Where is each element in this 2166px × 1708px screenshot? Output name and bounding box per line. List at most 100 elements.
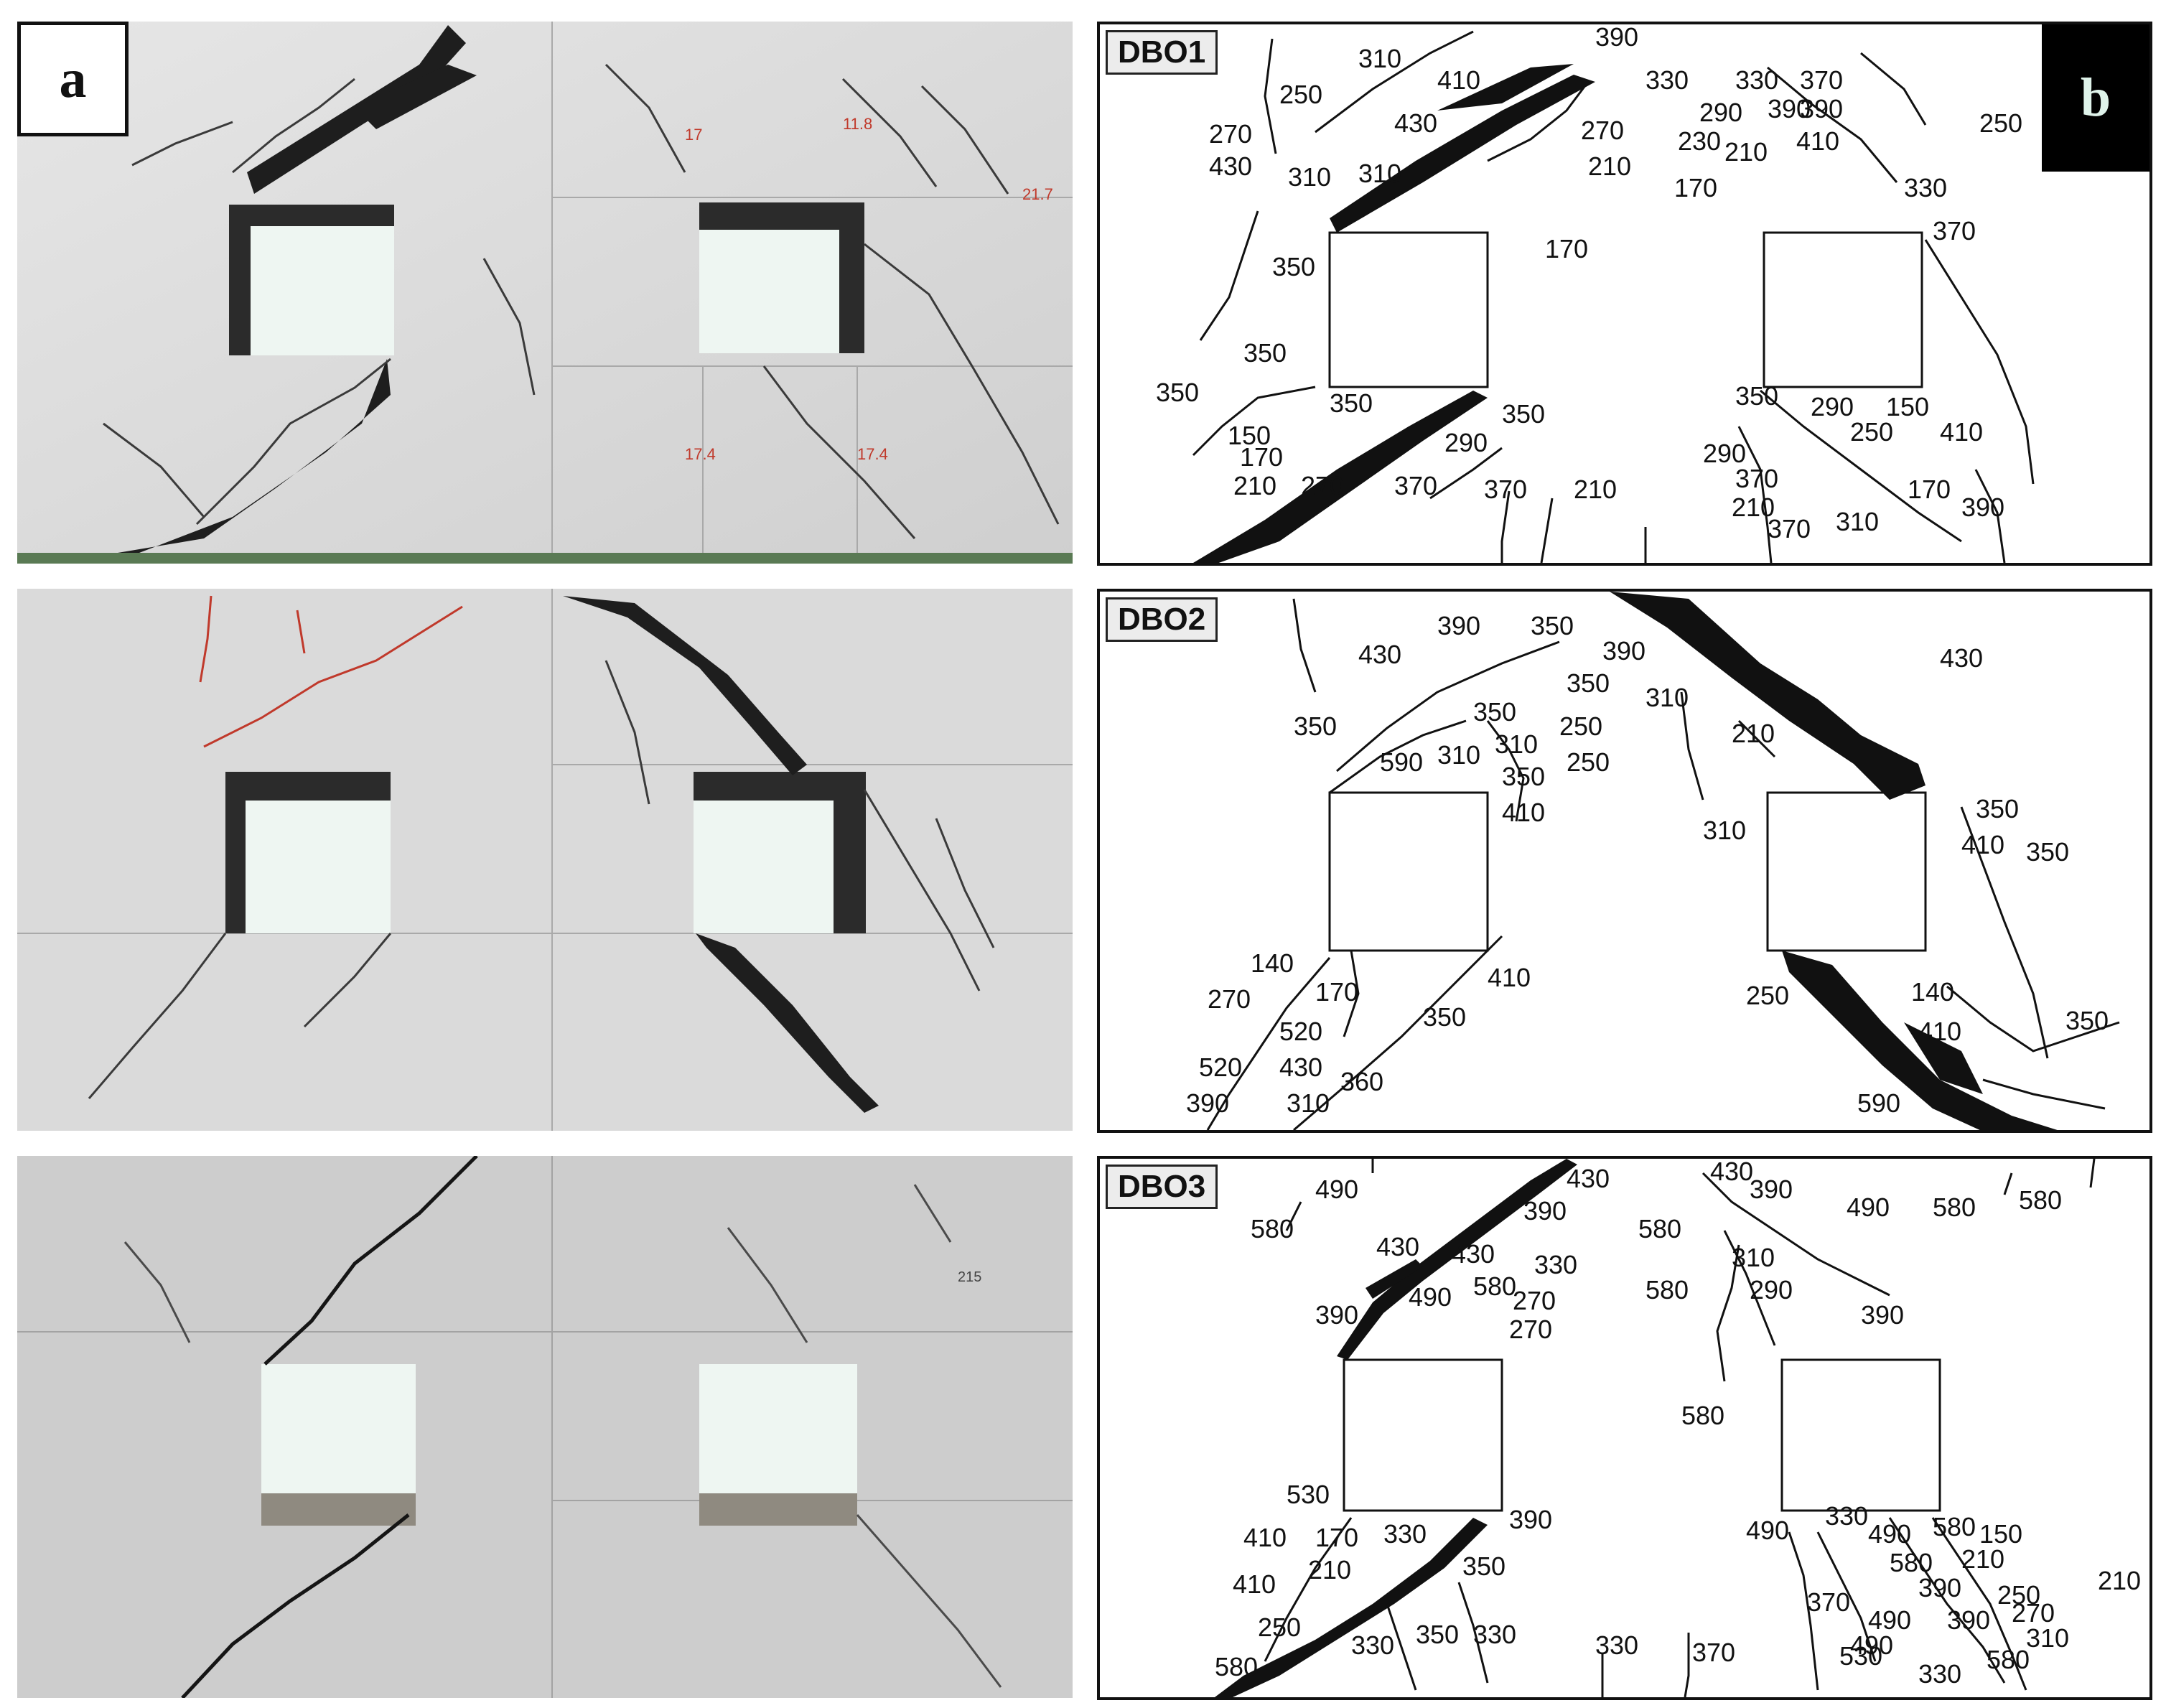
crack-load-label: 430	[1394, 108, 1437, 138]
crack-load-label: 310	[1288, 162, 1331, 192]
sketch-dbo3: 430 490 390 430 390 580 490 580 580 580 …	[1097, 1156, 2152, 1700]
crack-load-label: 330	[1595, 1630, 1638, 1660]
crack-load-label: 490	[1847, 1193, 1890, 1222]
crack-load-label: 410	[1940, 417, 1983, 447]
crack-load-label: 350	[2026, 837, 2069, 867]
crack-load-label: 350	[2065, 1006, 2109, 1035]
crack-load-label: 430	[1567, 1164, 1610, 1193]
photo-dbo2	[17, 589, 1073, 1131]
crack-load-label: 370	[1768, 514, 1811, 543]
crack-load-label: 170	[1240, 442, 1283, 472]
crack-load-label: 290	[1811, 392, 1854, 421]
crack-load-label: 350	[1423, 1002, 1466, 1032]
crack-load-label: 350	[1735, 381, 1778, 411]
crack-load-label: 270	[1581, 116, 1624, 145]
crack-load-label: 410	[1796, 126, 1839, 156]
crack-load-label: 430	[1376, 1232, 1419, 1261]
crack-load-label: 350	[1531, 611, 1574, 640]
crack-load-label: 170	[1315, 1523, 1358, 1552]
crack-load-label: 410	[1233, 1569, 1276, 1599]
crack-load-label: 430	[1358, 640, 1401, 669]
crack-load-label: 210	[1233, 471, 1276, 500]
crack-load-label: 490	[1746, 1516, 1789, 1545]
crack-load-label: 520	[1199, 1053, 1242, 1082]
crack-load-label: 390	[1961, 493, 2004, 522]
crack-load-label: 390	[1947, 1605, 1990, 1635]
crack-load-label: 210	[1308, 1555, 1351, 1585]
crack-load-label: 370	[1394, 471, 1437, 500]
crack-load-label: 330	[1383, 1519, 1427, 1549]
crack-load-label: 150	[1979, 1519, 2022, 1549]
crack-load-label: 150	[1228, 421, 1271, 450]
crack-load-label: 410	[1437, 65, 1480, 95]
crack-load-label: 170	[1315, 977, 1358, 1007]
specimen-label-dbo1: DBO1	[1106, 30, 1218, 75]
crack-load-label: 410	[1918, 1017, 1961, 1046]
crack-load-label: 390	[1918, 1573, 1961, 1602]
crack-load-label: 330	[1351, 1630, 1394, 1660]
crack-load-label: 170	[1545, 234, 1588, 263]
crack-load-label: 250	[1746, 981, 1789, 1010]
sketch-dbo2: 390 350 430 390 430 350 310 350 310 250 …	[1097, 589, 2152, 1133]
specimen-label-dbo2: DBO2	[1106, 597, 1218, 642]
photo-annotation: 215	[958, 1269, 981, 1285]
crack-load-label: 350	[1156, 378, 1199, 407]
crack-load-label: 210	[1574, 475, 1617, 504]
crack-load-label: 310	[1836, 507, 1879, 536]
crack-load-label: 390	[1602, 636, 1645, 666]
crack-load-label: 390	[1861, 1300, 1904, 1330]
crack-load-label: 390	[1437, 611, 1480, 640]
crack-load-label: 360	[1340, 1067, 1383, 1096]
crack-load-label: 390	[1523, 1196, 1567, 1226]
crack-load-label: 330	[1473, 1620, 1516, 1649]
sketch-dbo3-drawing: 430 490 390 430 390 580 490 580 580 580 …	[1215, 1159, 2141, 1697]
crack-load-label: 250	[1997, 1580, 2040, 1610]
crack-load-label: 370	[1807, 1587, 1850, 1617]
crack-load-label: 210	[1732, 493, 1775, 522]
crack-load-label: 210	[1724, 137, 1768, 167]
crack-load-label: 390	[1186, 1088, 1229, 1118]
crack-load-label: 430	[1452, 1239, 1495, 1269]
crack-load-label: 580	[1890, 1548, 1933, 1577]
crack-load-label: 310	[2026, 1623, 2069, 1653]
crack-load-label: 270	[1509, 1315, 1552, 1344]
specimen-label-dbo3: DBO3	[1106, 1165, 1218, 1209]
crack-load-label: 230	[1678, 126, 1721, 156]
crack-load-label: 580	[1215, 1652, 1258, 1681]
crack-load-label: 350	[1567, 668, 1610, 698]
crack-load-label: 370	[1484, 475, 1527, 504]
crack-load-label: 520	[1279, 1017, 1322, 1046]
crack-load-label: 390	[1750, 1175, 1793, 1204]
crack-load-label: 580	[1473, 1271, 1516, 1301]
crack-load-label: 350	[1243, 338, 1287, 368]
crack-load-label: 290	[1703, 439, 1746, 468]
crack-load-label: 370	[1735, 464, 1778, 493]
crack-load-label: 410	[1243, 1523, 1287, 1552]
crack-load-label: 390	[1800, 94, 1843, 123]
crack-load-label: 410	[1502, 798, 1545, 827]
crack-load-label: 430	[1209, 151, 1252, 181]
crack-load-label: 580	[1933, 1512, 1976, 1541]
crack-load-label: 250	[1279, 80, 1322, 109]
crack-load-label: 250	[1258, 1613, 1301, 1642]
crack-load-label: 590	[1380, 747, 1423, 777]
crack-load-label: 580	[1645, 1275, 1689, 1305]
crack-load-label: 350	[1330, 388, 1373, 418]
sketch-dbo2-drawing: 390 350 430 390 430 350 310 350 310 250 …	[1186, 592, 2120, 1130]
crack-load-label: 430	[1940, 643, 1983, 673]
crack-load-label: 150	[1886, 392, 1929, 421]
photo-annotation: 17.4	[685, 445, 716, 463]
crack-load-label: 210	[1732, 719, 1775, 748]
crack-load-label: 310	[1287, 1088, 1330, 1118]
crack-load-label: 330	[1735, 65, 1778, 95]
photo-annotation: 11.8	[843, 115, 872, 133]
photo-dbo1: 17 11.8 21.7 17.4 17.4	[17, 22, 1073, 564]
crack-load-label: 250	[1559, 711, 1602, 741]
crack-load-label: 270	[1209, 119, 1252, 149]
crack-load-label: 350	[1462, 1551, 1506, 1581]
crack-load-label: 250	[1567, 747, 1610, 777]
crack-load-label: 140	[1251, 948, 1294, 978]
photo-annotation: 17	[685, 126, 702, 144]
crack-load-label: 290	[1699, 98, 1742, 127]
crack-load-label: 170	[1908, 475, 1951, 504]
